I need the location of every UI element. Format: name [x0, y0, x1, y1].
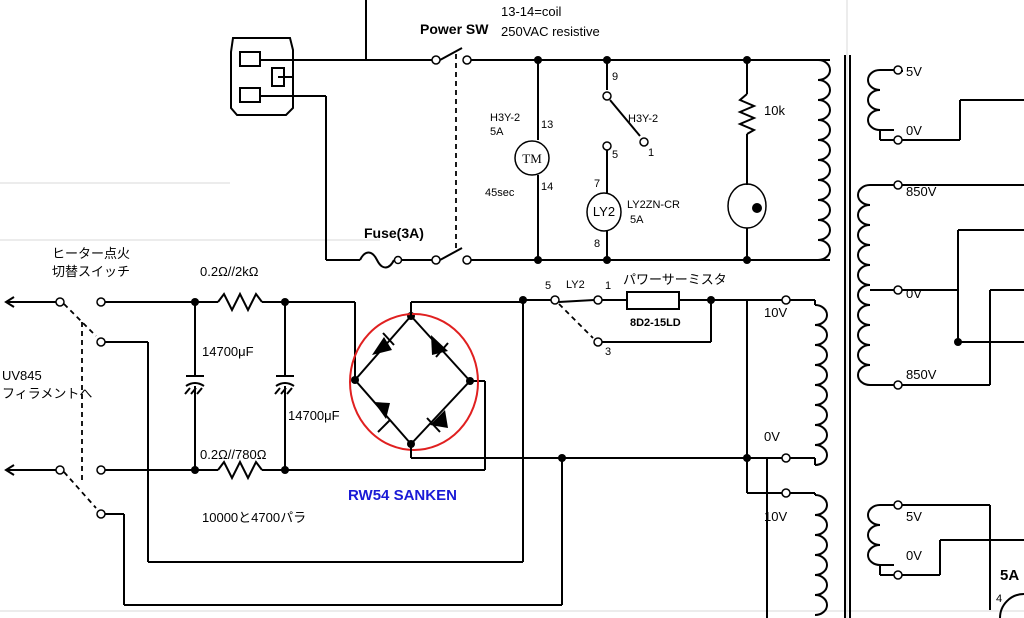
timer-symbol: TM	[522, 151, 542, 166]
tube-5a-label: 5A	[1000, 567, 1019, 584]
sec-0v-d: 0V	[906, 548, 922, 563]
pin-13: 13	[541, 119, 553, 131]
capacitor-note: 10000と4700パラ	[202, 510, 306, 525]
pin-5: 5	[612, 149, 618, 161]
sec-10v-a: 10V	[764, 305, 787, 320]
pin-9: 9	[612, 71, 618, 83]
transformer-core	[844, 55, 851, 618]
capacitor-1-label: 14700μF	[202, 344, 254, 359]
heater-switch-label-1: ヒーター点火	[52, 246, 130, 261]
relay-contact-model: H3Y-2	[628, 113, 658, 125]
bridge-rectifier	[349, 301, 782, 459]
thermistor-model-label: 8D2-15LD	[630, 317, 681, 329]
timer-time-label: 45sec	[485, 187, 515, 199]
tube-pin-4: 4	[996, 593, 1002, 605]
thermistor-label: パワーサーミスタ	[623, 272, 727, 287]
filter-capacitors	[184, 302, 295, 470]
resistor-top-label: 0.2Ω//2kΩ	[200, 264, 259, 279]
labels: Power SW 13-14=coil 250VAC resistive Fus…	[2, 4, 1019, 605]
heater-switch-label-2: 切替スイッチ	[52, 264, 130, 279]
sec-5v-a: 5V	[906, 64, 922, 79]
relay-model-label: LY2ZN-CR	[627, 199, 680, 211]
filament-label-2: フィラメントへ	[2, 386, 92, 401]
pin-1: 1	[648, 147, 654, 159]
timer-model-label: H3Y-2	[490, 112, 520, 124]
vac-note: 250VAC resistive	[501, 24, 600, 39]
relay-amp-label: 5A	[630, 214, 644, 226]
capacitor-2-label: 14700μF	[288, 408, 340, 423]
resistor-10k-label: 10k	[764, 103, 785, 118]
sec-0v-a: 0V	[906, 123, 922, 138]
coil-note: 13-14=coil	[501, 4, 561, 19]
pin-8: 8	[594, 238, 600, 250]
secondary-coils	[857, 65, 1024, 618]
sec-5v-b: 5V	[906, 509, 922, 524]
sec-0v-c: 0V	[764, 429, 780, 444]
pin-14: 14	[541, 181, 553, 193]
ly2-contact-label: LY2	[566, 279, 585, 291]
sec-10v-b: 10V	[764, 509, 787, 524]
power-switch-label: Power SW	[420, 21, 489, 37]
filament-coils	[747, 295, 828, 618]
sec-0v-b: 0V	[906, 286, 922, 301]
relay-symbol: LY2	[593, 204, 615, 219]
primary-wiring	[260, 0, 830, 269]
sec-850v-a: 850V	[906, 184, 937, 199]
bridge-label: RW54 SANKEN	[348, 487, 457, 504]
filament-label-1: UV845	[2, 368, 42, 383]
pin-7: 7	[594, 178, 600, 190]
resistor-bottom-label: 0.2Ω//780Ω	[200, 447, 267, 462]
primary-coil	[817, 59, 831, 261]
heater-switch	[4, 296, 563, 606]
timer-amp-label: 5A	[490, 126, 504, 138]
thermistor-circuit	[523, 291, 782, 493]
sec-850v-b: 850V	[906, 367, 937, 382]
fuse-label: Fuse(3A)	[364, 225, 424, 241]
ac-inlet	[230, 37, 294, 116]
ly2-pin-3: 3	[605, 346, 611, 358]
ly2-pin-5: 5	[545, 280, 551, 292]
ly2-pin-1: 1	[605, 280, 611, 292]
filament-resistors	[217, 291, 486, 481]
